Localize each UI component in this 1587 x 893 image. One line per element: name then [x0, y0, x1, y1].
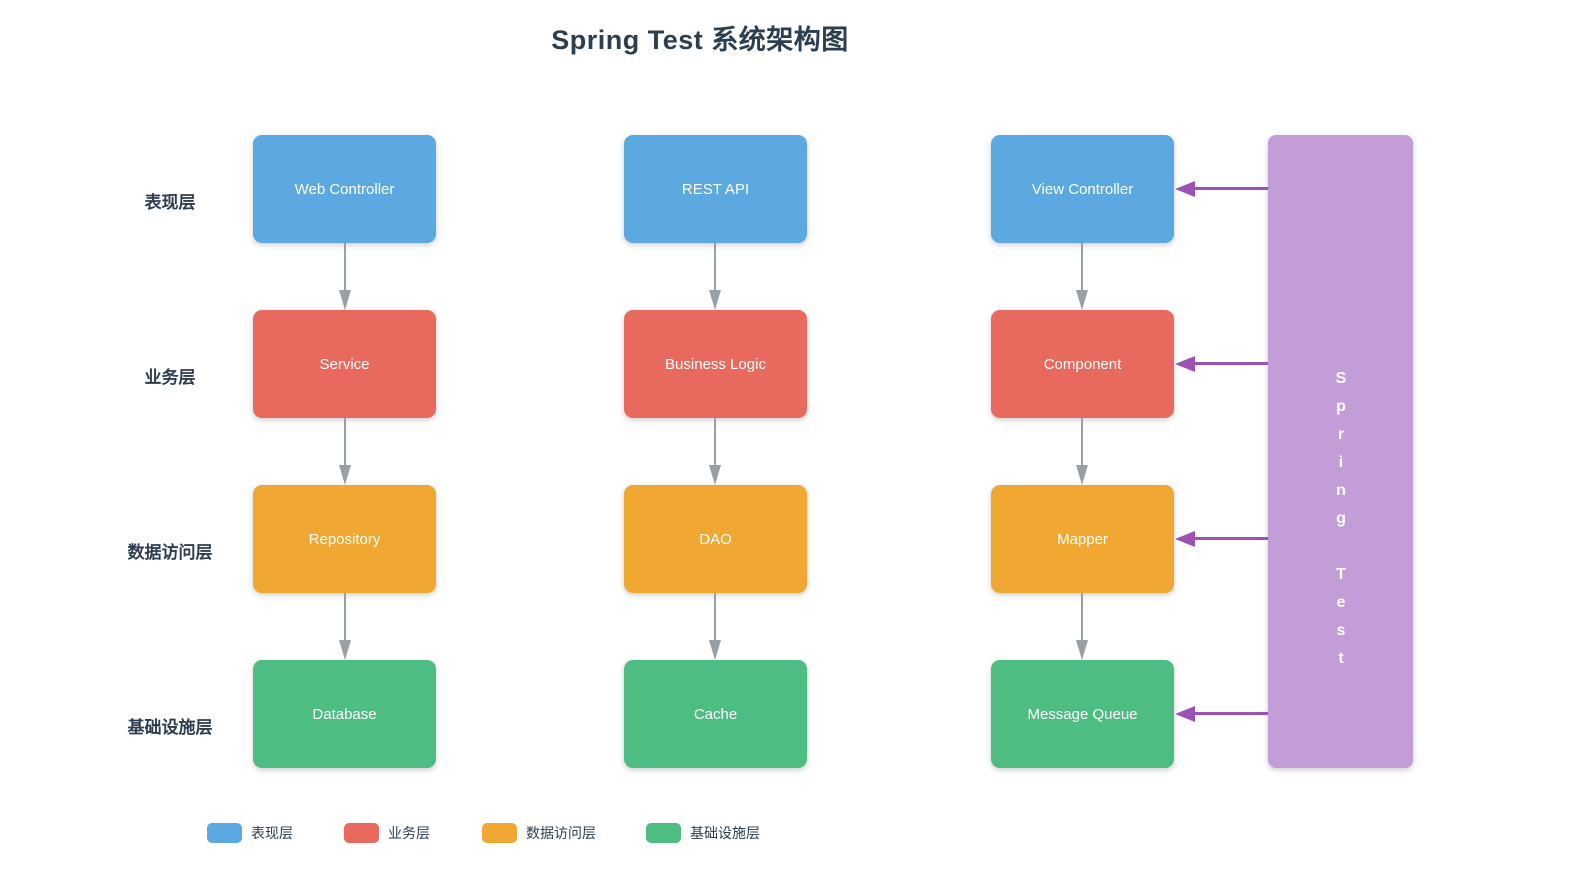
page-title: Spring Test 系统架构图 — [551, 25, 849, 55]
node-rest-api: REST API — [624, 135, 807, 243]
legend-item-data-access: 数据访问层 — [482, 823, 596, 843]
arrow-view-controller-to-component — [1075, 243, 1089, 310]
legend-item-business: 业务层 — [344, 823, 430, 843]
arrow-service-to-repository — [338, 418, 352, 485]
node-repository: Repository — [253, 485, 436, 593]
node-dao: DAO — [624, 485, 807, 593]
arrow-spring-test-to-view-controller — [1175, 181, 1268, 197]
arrow-repository-to-database — [338, 593, 352, 660]
legend-item-presentation: 表现层 — [207, 823, 293, 843]
node-business-logic: Business Logic — [624, 310, 807, 418]
arrow-spring-test-to-mapper — [1175, 531, 1268, 547]
legend-swatch-presentation — [207, 823, 242, 843]
legend-item-infrastructure: 基础设施层 — [646, 823, 760, 843]
node-service: Service — [253, 310, 436, 418]
node-database: Database — [253, 660, 436, 768]
node-message-queue: Message Queue — [991, 660, 1174, 768]
row-label-data-access: 数据访问层 — [127, 543, 213, 562]
legend-label-presentation: 表现层 — [251, 825, 293, 841]
row-label-business: 业务层 — [144, 368, 196, 387]
legend-swatch-business — [344, 823, 379, 843]
node-view-controller: View Controller — [991, 135, 1174, 243]
legend-swatch-infrastructure — [646, 823, 681, 843]
arrow-business-logic-to-dao — [708, 418, 722, 485]
node-web-controller: Web Controller — [253, 135, 436, 243]
arrow-rest-api-to-business-logic — [708, 243, 722, 310]
node-cache: Cache — [624, 660, 807, 768]
node-mapper: Mapper — [991, 485, 1174, 593]
arrow-component-to-mapper — [1075, 418, 1089, 485]
legend-label-data-access: 数据访问层 — [526, 825, 596, 841]
legend-swatch-data-access — [482, 823, 517, 843]
legend-label-infrastructure: 基础设施层 — [690, 825, 760, 841]
spring-test-panel: Spring Test — [1268, 135, 1413, 768]
arrow-mapper-to-message-queue — [1075, 593, 1089, 660]
arrow-spring-test-to-message-queue — [1175, 706, 1268, 722]
legend-label-business: 业务层 — [388, 825, 430, 841]
arrow-web-controller-to-service — [338, 243, 352, 310]
node-component: Component — [991, 310, 1174, 418]
row-label-infrastructure: 基础设施层 — [127, 718, 213, 737]
arrow-dao-to-cache — [708, 593, 722, 660]
spring-test-panel-label: Spring Test — [1332, 369, 1350, 678]
arrow-spring-test-to-component — [1175, 356, 1268, 372]
row-label-presentation: 表现层 — [144, 193, 196, 212]
